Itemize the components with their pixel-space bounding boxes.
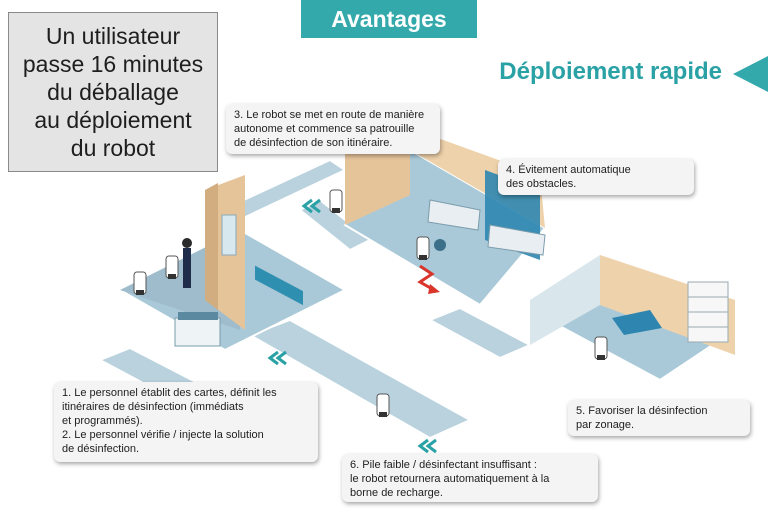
callout-line: 2. Le personnel vérifie / injecte la sol…: [62, 429, 264, 441]
callout-line: 4. Évitement automatique: [506, 164, 631, 176]
callout-line: le robot retournera automatiquement à la: [350, 473, 550, 485]
intro-text-box: Un utilisateur passe 16 minutes du débal…: [8, 12, 218, 172]
callout-line: autonome et commence sa patrouille: [234, 123, 415, 135]
room-treatment: [528, 255, 737, 382]
callout-step-3: 3. Le robot se met en route de manière a…: [226, 104, 440, 154]
intro-line: du robot: [70, 135, 156, 161]
callout-line: borne de recharge.: [350, 487, 443, 499]
callout-step-4: 4. Évitement automatique des obstacles.: [498, 159, 694, 195]
callout-step-5: 5. Favoriser la désinfection par zonage.: [568, 400, 750, 436]
callout-line: 5. Favoriser la désinfection: [576, 405, 708, 417]
triangle-pointer-icon: [733, 56, 768, 92]
room-reception: [117, 175, 348, 352]
red-zigzag-arrow-icon: [417, 264, 440, 294]
callout-line: par zonage.: [576, 419, 635, 431]
callout-line: 6. Pile faible / désinfectant insuffisan…: [350, 459, 537, 471]
double-chevron-icon: [267, 198, 437, 454]
callout-line: et programmés).: [62, 415, 143, 427]
callout-line: 1. Le personnel établit des cartes, défi…: [62, 387, 277, 399]
callout-line: des obstacles.: [506, 178, 577, 190]
intro-line: au déploiement: [34, 107, 192, 133]
page-subtitle: Déploiement rapide: [499, 58, 722, 85]
callout-line: 3. Le robot se met en route de manière: [234, 109, 425, 121]
callout-line: de désinfection.: [62, 443, 140, 455]
room-patient: [343, 128, 547, 307]
callout-step-6: 6. Pile faible / désinfectant insuffisan…: [342, 454, 598, 502]
intro-line: Un utilisateur: [45, 23, 181, 49]
intro-line: passe 16 minutes: [22, 51, 204, 77]
callout-line: itinéraires de désinfection (immédiats: [62, 401, 244, 413]
callout-line: de désinfection de son itinéraire.: [234, 137, 393, 149]
intro-line: du déballage: [47, 79, 179, 105]
disinfection-robot-icon: [133, 189, 608, 417]
callout-step-1-2: 1. Le personnel établit des cartes, défi…: [54, 382, 318, 462]
banner-title: Avantages: [301, 0, 477, 38]
